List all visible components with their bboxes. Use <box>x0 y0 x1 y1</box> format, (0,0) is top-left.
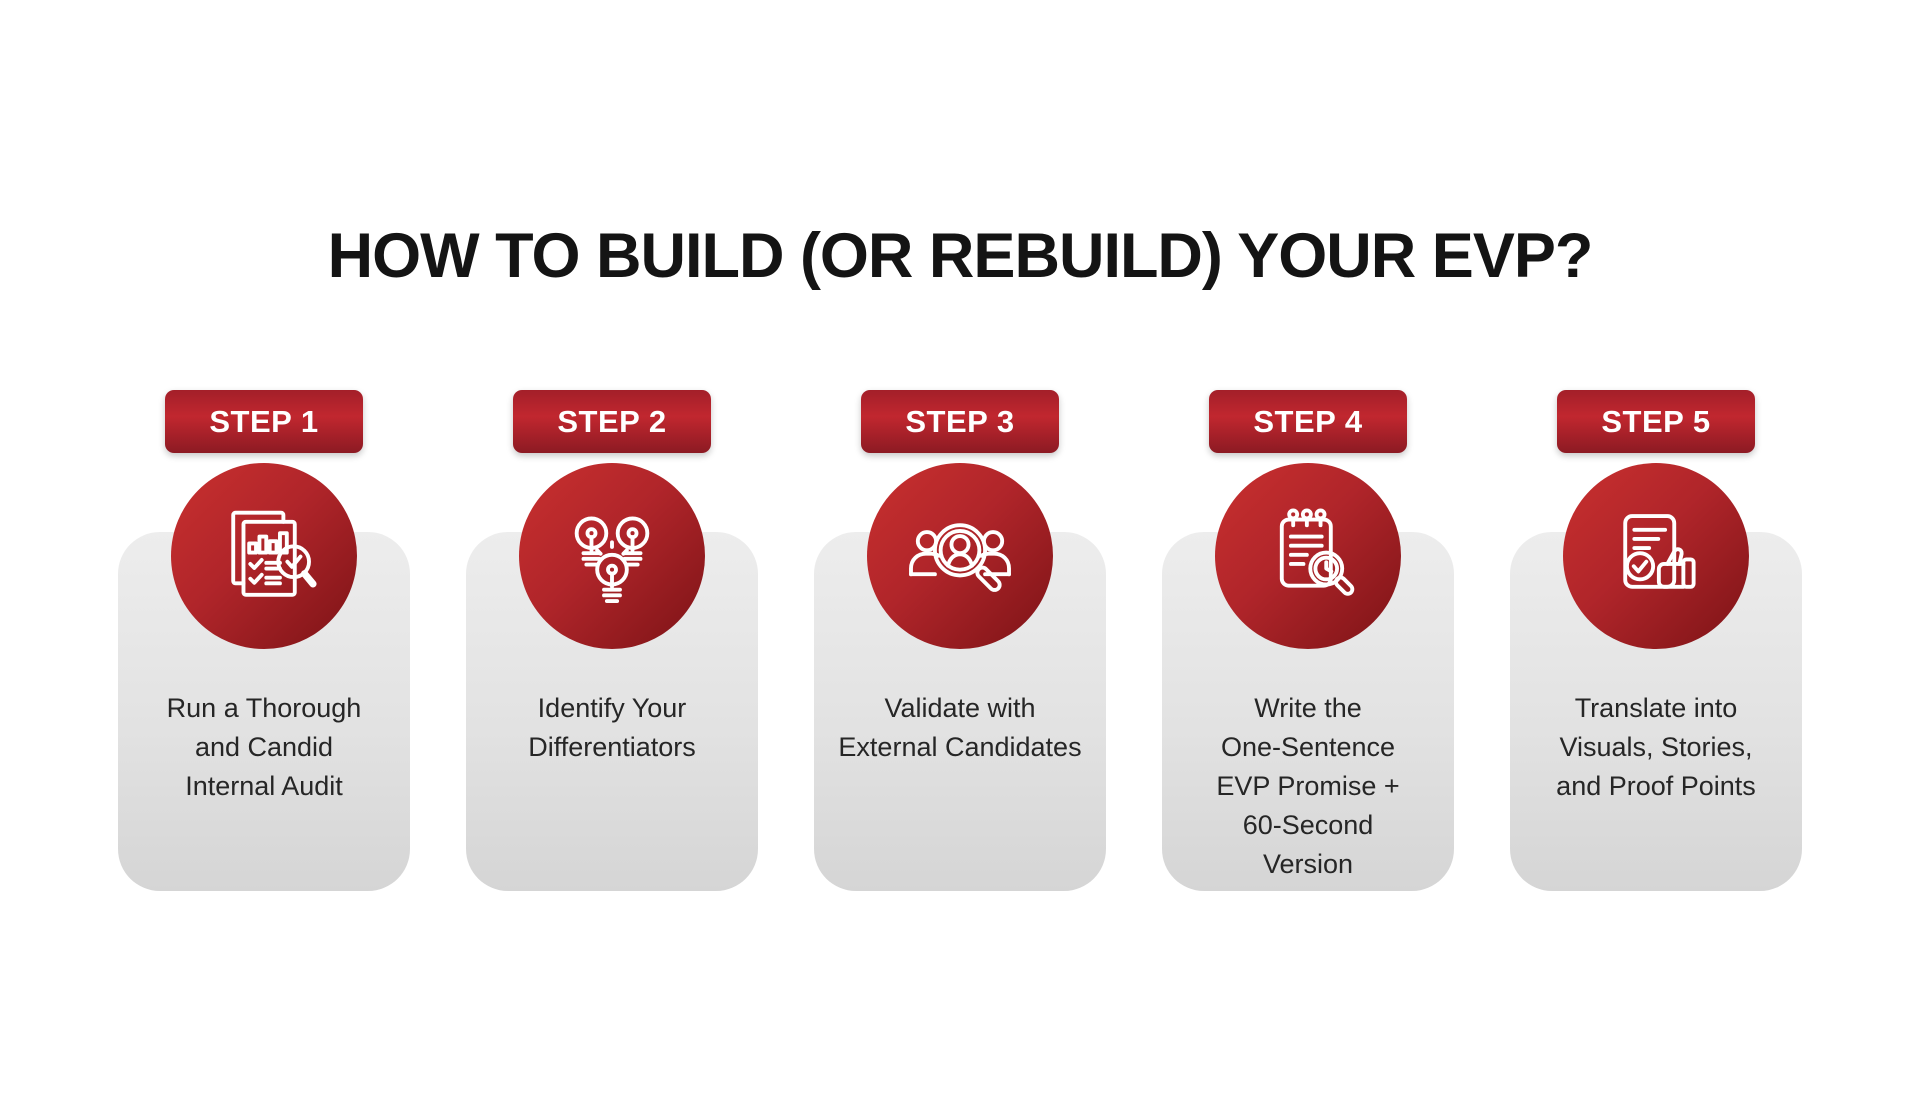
step-description-line: One-Sentence <box>1220 732 1396 762</box>
step-description-line: Visuals, Stories, <box>1559 732 1753 762</box>
document-approval-thumbs-up-icon <box>1599 499 1713 613</box>
step-description-line: 60-Second <box>1242 810 1374 840</box>
step-icon-circle <box>867 463 1053 649</box>
step-description-line: External Candidates <box>838 732 1082 762</box>
step-badge-label: STEP 3 <box>905 403 1015 439</box>
step-icon-circle <box>1563 463 1749 649</box>
step-description-line: EVP Promise + <box>1216 771 1400 801</box>
page-title: HOW TO BUILD (OR REBUILD) YOUR EVP? <box>327 221 1594 291</box>
step-icon-circle <box>1215 463 1401 649</box>
step-description-line: Write the <box>1254 693 1362 723</box>
step-description-line: Differentiators <box>528 732 696 762</box>
step-badge: STEP 1 <box>165 390 363 453</box>
step-badge: STEP 5 <box>1557 390 1755 453</box>
step-description-line: Internal Audit <box>185 771 343 801</box>
step-description-line: Validate with <box>884 693 1036 723</box>
step-description-line: Identify Your <box>537 693 687 723</box>
step-badge: STEP 3 <box>861 390 1059 453</box>
step-badge-label: STEP 4 <box>1253 403 1363 439</box>
step-badge-label: STEP 2 <box>557 403 667 439</box>
step-description-line: Version <box>1262 849 1354 879</box>
step-badge-label: STEP 1 <box>209 403 319 439</box>
lightbulbs-icon <box>555 499 669 613</box>
step-badge: STEP 2 <box>513 390 711 453</box>
step-badge-label: STEP 5 <box>1601 403 1711 439</box>
step-description-line: Run a Thorough <box>166 693 362 723</box>
step-description-line: and Candid <box>194 732 334 762</box>
candidate-search-magnifier-icon <box>903 499 1017 613</box>
notepad-clock-magnifier-icon <box>1251 499 1365 613</box>
step-description-line: Translate into <box>1574 693 1738 723</box>
audit-documents-magnifier-icon <box>207 499 321 613</box>
step-description-line: and Proof Points <box>1556 771 1756 801</box>
step-icon-circle <box>519 463 705 649</box>
step-badge: STEP 4 <box>1209 390 1407 453</box>
step-icon-circle <box>171 463 357 649</box>
